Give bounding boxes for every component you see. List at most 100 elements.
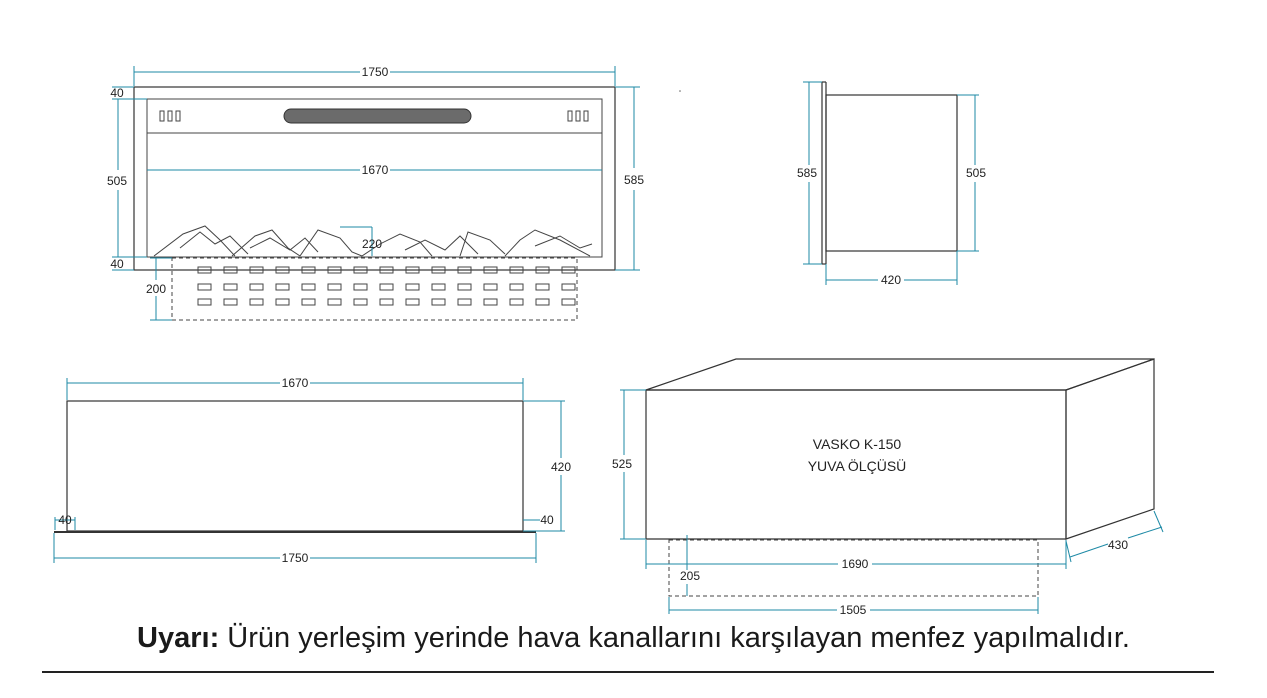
- dim-label: 585: [624, 173, 644, 187]
- dim-front-overall-height: 585: [615, 86, 644, 271]
- vent-slot: [353, 283, 368, 291]
- vent-slot: [223, 266, 238, 274]
- vent-slot: [457, 298, 472, 306]
- dim-front-inner-width: 1670: [147, 163, 602, 177]
- dim-label: 1505: [840, 603, 867, 617]
- dim-label-left: 40: [58, 513, 72, 527]
- display-grille: [283, 108, 472, 124]
- dim-label-right: 40: [540, 513, 554, 527]
- dim-top-depth: 420: [523, 400, 571, 532]
- vent-slot: [379, 283, 394, 291]
- vent-slot: [509, 298, 524, 306]
- vent-slot: [483, 266, 498, 274]
- vent-slot: [379, 298, 394, 306]
- dim-side-inner-height: 505: [957, 94, 986, 252]
- vent-box: [171, 257, 578, 321]
- vent-slot: [535, 298, 550, 306]
- vent-slot: [405, 266, 420, 274]
- side-view: 585 505 420: [797, 81, 986, 287]
- vent-slot: [275, 266, 290, 274]
- dim-niche-vent-width: 1505: [668, 597, 1039, 617]
- vent-slot: [249, 266, 264, 274]
- vent-slot: [275, 283, 290, 291]
- dim-niche-height: 525: [612, 389, 646, 540]
- vent-slot: [405, 298, 420, 306]
- dim-side-overall-height: 585: [797, 81, 822, 265]
- dim-label: 420: [881, 273, 901, 287]
- vent-slot: [561, 283, 576, 291]
- vent-slot: [223, 298, 238, 306]
- dim-label: 1670: [282, 376, 309, 390]
- dim-log-height: 220: [340, 226, 382, 256]
- vent-slot: [327, 283, 342, 291]
- vent-slot: [509, 283, 524, 291]
- dim-niche-vent-height: 205: [680, 535, 700, 596]
- vent-slot: [353, 298, 368, 306]
- vent-slot: [223, 283, 238, 291]
- dim-label: 1750: [282, 551, 309, 565]
- niche-view: VASKO K-150 YUVA ÖLÇÜSÜ 525 1690 205: [612, 358, 1164, 617]
- left-control-buttons: [159, 110, 181, 122]
- dim-top-margins: 40 40: [54, 513, 554, 530]
- front-outer-frame: [133, 86, 616, 271]
- vent-slot: [483, 298, 498, 306]
- side-body: [825, 94, 958, 252]
- dim-label: 1750: [362, 65, 389, 79]
- dim-label: 505: [966, 166, 986, 180]
- vent-slot: [509, 266, 524, 274]
- vent-slot: [405, 283, 420, 291]
- vent-slot: [327, 266, 342, 274]
- dim-label: 205: [680, 569, 700, 583]
- niche-model-label: VASKO K-150: [813, 436, 902, 452]
- vent-slot: [535, 266, 550, 274]
- vent-slots: [197, 266, 576, 306]
- dim-label: 200: [146, 282, 166, 296]
- vent-slot: [457, 266, 472, 274]
- dim-niche-depth: 430: [1065, 510, 1164, 563]
- vent-slot: [301, 266, 316, 274]
- dim-label-inner-height: 505: [107, 174, 127, 188]
- vent-slot: [561, 266, 576, 274]
- dim-label-bottom-margin: 40: [110, 257, 124, 271]
- stray-mark: [679, 90, 681, 92]
- dim-top-overall-width: 1750: [53, 533, 537, 565]
- bottom-rule: [42, 671, 1214, 673]
- vent-slot: [431, 266, 446, 274]
- dim-label: 430: [1108, 538, 1128, 552]
- vent-slot: [301, 283, 316, 291]
- log-set: [153, 225, 593, 257]
- dim-label-top-margin: 40: [110, 86, 124, 100]
- front-view: 1750 1670 220 40 505 40: [107, 65, 644, 321]
- top-view: 1670 420 40 40 1750: [53, 376, 571, 565]
- niche-title-label: YUVA ÖLÇÜSÜ: [808, 457, 907, 474]
- vent-slot: [197, 283, 212, 291]
- dim-label: 420: [551, 460, 571, 474]
- dim-top-inner-width: 1670: [66, 376, 524, 400]
- vent-slot: [275, 298, 290, 306]
- vent-slot: [457, 283, 472, 291]
- vent-slot: [249, 283, 264, 291]
- right-control-buttons: [567, 110, 589, 122]
- front-inner-panel: [146, 98, 603, 258]
- dim-side-depth: 420: [825, 251, 958, 287]
- vent-slot: [249, 298, 264, 306]
- dim-front-overall-width: 1750: [133, 65, 616, 86]
- vent-slot: [483, 283, 498, 291]
- top-body: [66, 400, 524, 532]
- niche-side-face: [1065, 358, 1155, 540]
- vent-slot: [431, 298, 446, 306]
- vent-slot: [535, 283, 550, 291]
- vent-slot: [301, 298, 316, 306]
- vent-slot: [197, 298, 212, 306]
- dim-label: 1690: [842, 557, 869, 571]
- dim-label: 1670: [362, 163, 389, 177]
- dim-label: 525: [612, 457, 632, 471]
- niche-vent-opening: [668, 539, 1039, 597]
- vent-slot: [353, 266, 368, 274]
- warning-note: Uyarı: Ürün yerleşim yerinde hava kanall…: [0, 622, 1267, 655]
- dim-front-left: 40 505 40: [107, 86, 147, 271]
- vent-slot: [197, 266, 212, 274]
- dim-label: 220: [362, 237, 382, 251]
- vent-slot: [561, 298, 576, 306]
